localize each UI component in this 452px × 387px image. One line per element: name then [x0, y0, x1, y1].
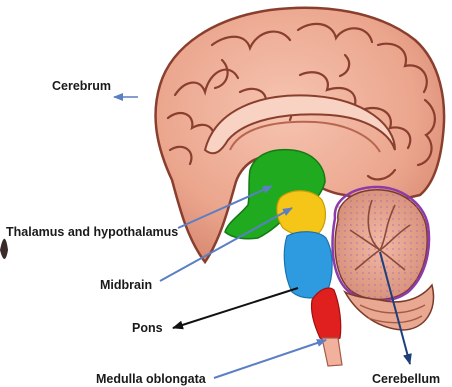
cerebrum-label: Cerebrum: [52, 79, 111, 93]
edge-shadow: [0, 239, 8, 259]
medulla-label: Medulla oblongata: [96, 372, 207, 386]
brainstem: [225, 150, 342, 366]
cerebellum-region: [333, 187, 429, 301]
midbrain-label: Midbrain: [100, 278, 152, 292]
medulla-region: [311, 288, 340, 341]
medulla-pointer: [214, 340, 326, 378]
spinal-cord-region: [322, 338, 342, 366]
pons-label: Pons: [132, 321, 163, 335]
cerebellum-label: Cerebellum: [372, 372, 440, 386]
thalamus-label: Thalamus and hypothalamus: [6, 225, 178, 239]
pons-pointer: [173, 288, 298, 328]
